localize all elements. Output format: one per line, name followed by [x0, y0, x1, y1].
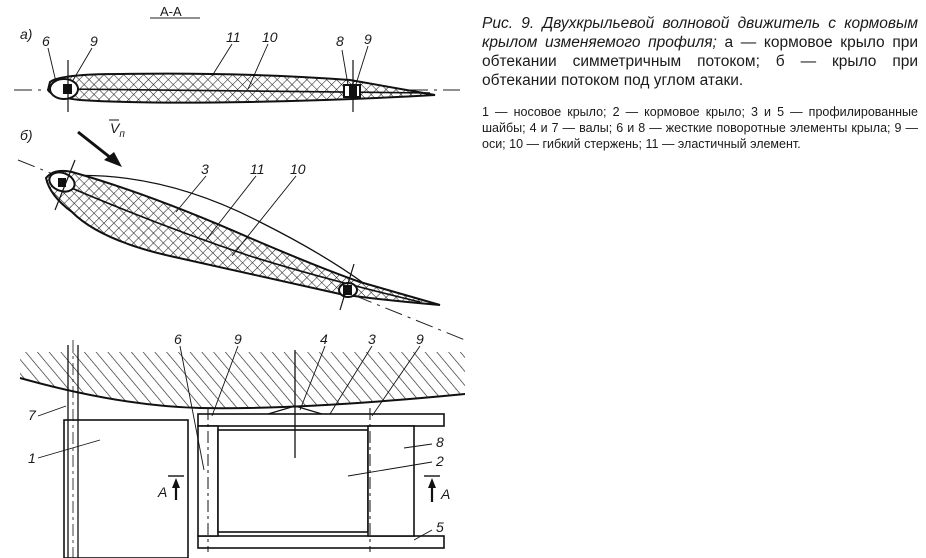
num-11-a: 11: [226, 29, 241, 45]
num-11-b: 11: [250, 161, 265, 177]
leader-1-bottom: [37, 439, 101, 459]
view-b-washer-outline: [61, 174, 363, 283]
num-9-bottom-right: 9: [416, 331, 424, 347]
leader-10b: [231, 175, 297, 257]
leader-11b: [205, 175, 257, 241]
view-b-flexible-rod: [61, 183, 421, 303]
leader-5-bottom: [413, 529, 433, 541]
view-b-axis-line-right: [339, 263, 355, 311]
num-9-bottom-left: 9: [234, 331, 242, 347]
view-b-nose-axis: [58, 178, 66, 187]
view-a-flexible-rod: [59, 88, 431, 94]
num-9-a-right: 9: [364, 31, 372, 47]
num-7-bottom: 7: [28, 407, 37, 423]
leader-4-bottom: [299, 345, 326, 411]
view-b: б) Vп 3 11 10: [17, 119, 466, 341]
washer-3-top: [197, 413, 445, 427]
view-b-wing-profile: [44, 169, 441, 306]
caption-title: Рис. 9. Двухкрыльевой волновой движитель…: [482, 14, 918, 90]
section-title: А-А: [160, 4, 182, 19]
view-a: А-А а) 6 9 11 10 8 9: [14, 4, 460, 112]
leader-9-bottom-left: [211, 345, 239, 417]
hull-line: [19, 377, 466, 410]
leader-9-bottom-right: [371, 345, 421, 417]
num-6-a: 6: [42, 33, 50, 49]
leader-9a2: [355, 45, 369, 85]
num-6-bottom: 6: [174, 331, 182, 347]
leader-2-bottom: [347, 461, 433, 477]
technical-drawing: А-А а) 6 9 11 10 8 9 б) Vп: [14, 4, 466, 558]
bottom-view: А А 6 9 4 3 9 7 1 8 2 5: [19, 331, 466, 558]
leader-10a: [247, 43, 269, 90]
view-b-axis-line-left: [54, 159, 76, 211]
num-10-a: 10: [262, 29, 278, 45]
num-9-a: 9: [90, 33, 98, 49]
num-8-a: 8: [336, 33, 344, 49]
num-10-b: 10: [290, 161, 306, 177]
section-mark-right-label: А: [440, 486, 450, 502]
leader-7-bottom: [37, 405, 67, 417]
section-mark-left-label: А: [157, 484, 167, 500]
fore-wing-1: [63, 419, 189, 558]
num-1-bottom: 1: [28, 450, 36, 466]
view-a-label: а): [20, 26, 32, 42]
flow-arrowhead: [104, 152, 122, 167]
leader-8-bottom: [403, 443, 433, 449]
figure-caption: Рис. 9. Двухкрыльевой волновой движитель…: [482, 14, 918, 152]
num-2-bottom: 2: [435, 453, 444, 469]
leader-9a: [71, 47, 93, 83]
hull-hatching: [20, 352, 465, 409]
view-b-tail-axis: [343, 285, 352, 295]
view-b-label: б): [20, 127, 33, 143]
leader-3b: [175, 175, 207, 213]
rigid-element-8: [367, 425, 415, 537]
caption-legend: 1 — носовое крыло; 2 — кормовое крыло; 3…: [482, 105, 918, 151]
section-mark-right-arrow: [428, 478, 436, 488]
shaft-4-base: [267, 405, 323, 415]
section-mark-left-arrow: [172, 478, 180, 488]
leader-6-bottom: [179, 345, 205, 471]
view-a-wing-profile: [46, 72, 436, 104]
leader-11a: [211, 43, 233, 77]
num-3-b: 3: [201, 161, 209, 177]
num-4-bottom: 4: [320, 331, 328, 347]
num-3-bottom: 3: [368, 331, 376, 347]
washer-5-bottom: [197, 535, 445, 549]
num-5-bottom: 5: [436, 519, 444, 535]
leader-6a: [47, 47, 57, 83]
leader-8a: [341, 49, 349, 86]
num-8-bottom: 8: [436, 434, 444, 450]
leader-3-bottom: [329, 345, 373, 415]
caption-title-rest: а — кормовое крыло при обтекании симметр…: [482, 34, 918, 89]
caption-title-italic: Рис. 9. Двухкрыльевой волновой движитель…: [482, 15, 918, 51]
rear-wing-2: [217, 429, 369, 533]
velocity-label: Vп: [110, 120, 125, 140]
